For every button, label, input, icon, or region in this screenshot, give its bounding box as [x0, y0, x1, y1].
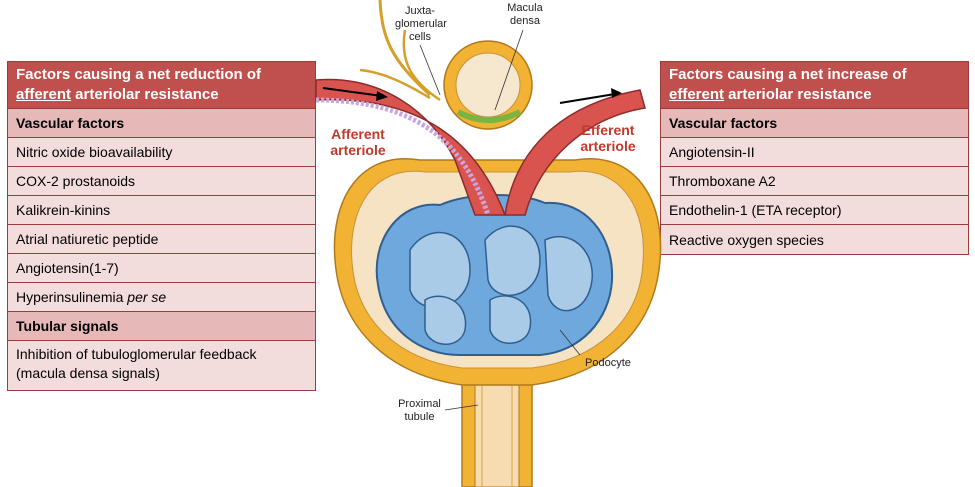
leader-line	[419, 44, 441, 96]
right-table-header: Factors causing a net increase of effere…	[661, 62, 968, 109]
list-item: Reactive oxygen species	[661, 225, 968, 254]
macula-densa-label: Macula densa	[500, 2, 550, 28]
afferent-arteriole-label: Afferent arteriole	[318, 126, 398, 158]
list-item: Hyperinsulinemia per se	[8, 283, 315, 312]
inflow-arrowhead-icon	[376, 91, 388, 101]
proximal-tubule-label: Proximal tubule	[392, 398, 447, 424]
label-line: Afferent	[331, 126, 385, 142]
macula-densa-shape	[443, 40, 533, 130]
list-item: Endothelin-1 (ETA receptor)	[661, 196, 968, 225]
left-header-text: Factors causing a net reduction of	[16, 66, 262, 83]
label-line: arteriole	[330, 142, 386, 158]
list-item: Thromboxane A2	[661, 167, 968, 196]
list-item: Kalikrein-kinins	[8, 196, 315, 225]
list-item-line: (macula densa signals)	[16, 365, 160, 381]
right-factor-table: Factors causing a net increase of effere…	[660, 61, 969, 255]
leader-line	[494, 29, 524, 111]
label-line: Juxta-	[405, 5, 435, 17]
label-line: cells	[408, 31, 431, 43]
outflow-arrowhead-icon	[611, 88, 622, 98]
label-line: glomerular	[395, 18, 447, 30]
left-header-suffix: arteriolar resistance	[71, 86, 219, 103]
list-item: Atrial natiuretic peptide	[8, 225, 315, 254]
leader-line	[444, 404, 479, 411]
podocyte-label: Podocyte	[585, 357, 631, 369]
left-factor-table: Factors causing a net reduction of affer…	[7, 61, 316, 391]
label-line: arteriole	[580, 138, 636, 154]
list-item: Nitric oxide bioavailability	[8, 138, 315, 167]
left-header-underlined: afferent	[16, 86, 72, 103]
efferent-arteriole-label: Efferent arteriole	[568, 122, 648, 154]
proximal-tubule-shape	[461, 379, 533, 487]
list-item: Angiotensin-II	[661, 138, 968, 167]
label-line: Efferent	[581, 122, 635, 138]
left-table-header: Factors causing a net reduction of affer…	[8, 62, 315, 109]
list-item-text: Hyperinsulinemia	[16, 289, 128, 305]
label-line: densa	[510, 15, 540, 27]
right-header-underlined: efferent	[669, 86, 725, 103]
list-item: Inhibition of tubuloglomerular feedback …	[8, 341, 315, 390]
label-line: Proximal	[398, 398, 441, 410]
right-header-text: Factors causing a net increase of	[669, 66, 907, 83]
section-vascular-factors: Vascular factors	[8, 109, 315, 138]
list-item-italic: per se	[127, 289, 167, 305]
label-line: tubule	[404, 411, 435, 423]
section-tubular-signals: Tubular signals	[8, 312, 315, 341]
leader-line	[559, 329, 581, 356]
capillary-tuft-shape	[375, 194, 614, 356]
right-header-suffix: arteriolar resistance	[724, 86, 872, 103]
juxtaglomerular-nerve-shape	[359, 0, 441, 102]
efferent-arteriole-shape	[504, 89, 646, 216]
juxtaglomerular-label: Juxta- glomerular cells	[395, 5, 447, 44]
inflow-arrow-icon	[322, 87, 383, 97]
outflow-arrow-icon	[559, 93, 616, 104]
section-vascular-factors: Vascular factors	[661, 109, 968, 138]
label-line: Macula	[507, 2, 543, 14]
list-item: COX-2 prostanoids	[8, 167, 315, 196]
list-item: Angiotensin(1-7)	[8, 254, 315, 283]
list-item-line: Inhibition of tubuloglomerular feedback	[16, 346, 257, 362]
